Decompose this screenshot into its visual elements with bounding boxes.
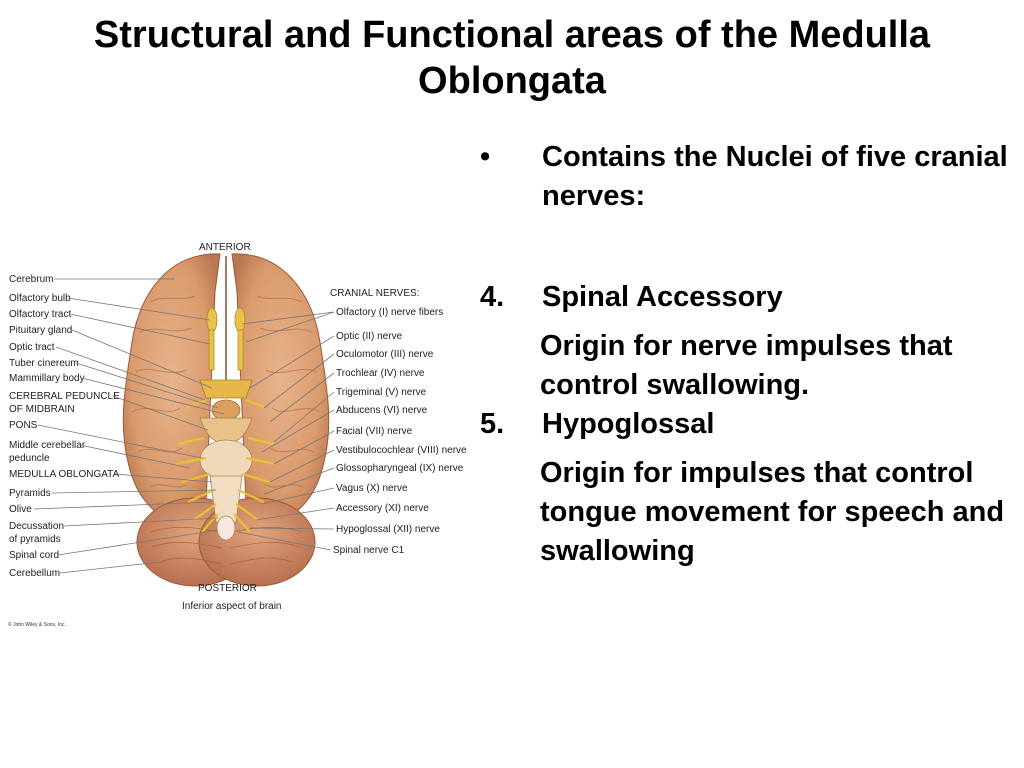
content-text: • Contains the Nuclei of five cranial ne…	[478, 138, 1024, 571]
label-olfactory-nerve: Olfactory (I) nerve fibers	[336, 307, 443, 318]
label-cerebral-peduncle: CEREBRAL PEDUNCLE	[9, 391, 120, 402]
label-vagus-nerve: Vagus (X) nerve	[336, 483, 408, 494]
brain-figure: ANTERIOR POSTERIOR Inferior aspect of br…	[0, 232, 470, 632]
figure-caption: Inferior aspect of brain	[182, 601, 282, 612]
slide-title: Structural and Functional areas of the M…	[0, 12, 1024, 104]
label-pons: PONS	[9, 420, 38, 431]
label-abducens-nerve: Abducens (VI) nerve	[336, 405, 428, 416]
label-tuber-cinereum: Tuber cinereum	[9, 358, 79, 369]
medulla	[209, 475, 243, 523]
label-facial-nerve: Facial (VII) nerve	[336, 426, 413, 437]
item-5-heading: Hypoglossal	[542, 408, 715, 440]
label-medulla-oblongata: MEDULLA OBLONGATA	[9, 469, 120, 480]
label-hypoglossal-nerve: Hypoglossal (XII) nerve	[336, 524, 440, 535]
right-labels: CRANIAL NERVES: Olfactory (I) nerve fibe…	[330, 288, 467, 556]
bullet-text: Contains the Nuclei of five cranial nerv…	[542, 141, 1008, 212]
item-4-number: 4.	[480, 281, 505, 313]
label-mammillary-body: Mammillary body	[9, 373, 85, 384]
label-optic-nerve: Optic (II) nerve	[336, 331, 403, 342]
label-optic-tract: Optic tract	[9, 342, 55, 353]
label-olive: Olive	[9, 504, 32, 515]
label-posterior: POSTERIOR	[198, 583, 257, 594]
label-glossopharyngeal-nerve: Glossopharyngeal (IX) nerve	[336, 463, 464, 474]
label-cerebrum: Cerebrum	[9, 274, 53, 285]
label-of-midbrain: OF MIDBRAIN	[9, 404, 75, 415]
item-5-number: 5.	[480, 408, 505, 440]
label-middle-cerebellar: Middle cerebellar	[9, 440, 86, 451]
label-cranial-nerves: CRANIAL NERVES:	[330, 288, 419, 299]
label-pyramids: Pyramids	[9, 488, 51, 499]
item-4-detail: Origin for nerve impulses that control s…	[540, 330, 953, 401]
title-line-2: Oblongata	[418, 60, 606, 102]
left-labels: Cerebrum Olfactory bulb Olfactory tract …	[9, 274, 120, 579]
bullet-marker: •	[480, 141, 491, 173]
title-line-1: Structural and Functional areas of the M…	[93, 14, 931, 56]
item-5-detail: Origin for impulses that control tongue …	[540, 457, 1005, 567]
label-cerebellum: Cerebellum	[9, 568, 60, 579]
label-anterior: ANTERIOR	[199, 242, 251, 253]
label-trigeminal-nerve: Trigeminal (V) nerve	[336, 387, 427, 398]
label-pituitary-gland: Pituitary gland	[9, 325, 72, 336]
label-olfactory-bulb: Olfactory bulb	[9, 293, 71, 304]
item-5-row: 5. Hypoglossal	[478, 405, 1024, 444]
label-of-pyramids: of pyramids	[9, 534, 61, 545]
label-vestibulocochlear-nerve: Vestibulocochlear (VIII) nerve	[336, 445, 467, 456]
label-olfactory-tract: Olfactory tract	[9, 309, 71, 320]
right-leader-lines	[237, 311, 335, 551]
bullet-row: • Contains the Nuclei of five cranial ne…	[478, 138, 1024, 216]
label-accessory-nerve: Accessory (XI) nerve	[336, 503, 429, 514]
left-leader-lines	[33, 278, 225, 574]
item-4-heading: Spinal Accessory	[542, 281, 783, 313]
label-trochlear-nerve: Trochlear (IV) nerve	[336, 368, 425, 379]
label-oculomotor-nerve: Oculomotor (III) nerve	[336, 349, 434, 360]
copyright-note: © John Wiley & Sons, Inc.	[8, 621, 66, 628]
label-decussation: Decussation	[9, 521, 64, 532]
label-peduncle: peduncle	[9, 453, 50, 464]
item-4-row: 4. Spinal Accessory	[478, 278, 1024, 317]
label-spinal-nerve-c1: Spinal nerve C1	[333, 545, 405, 556]
label-spinal-cord: Spinal cord	[9, 550, 59, 561]
brain-illustration: ANTERIOR POSTERIOR Inferior aspect of br…	[8, 242, 467, 628]
